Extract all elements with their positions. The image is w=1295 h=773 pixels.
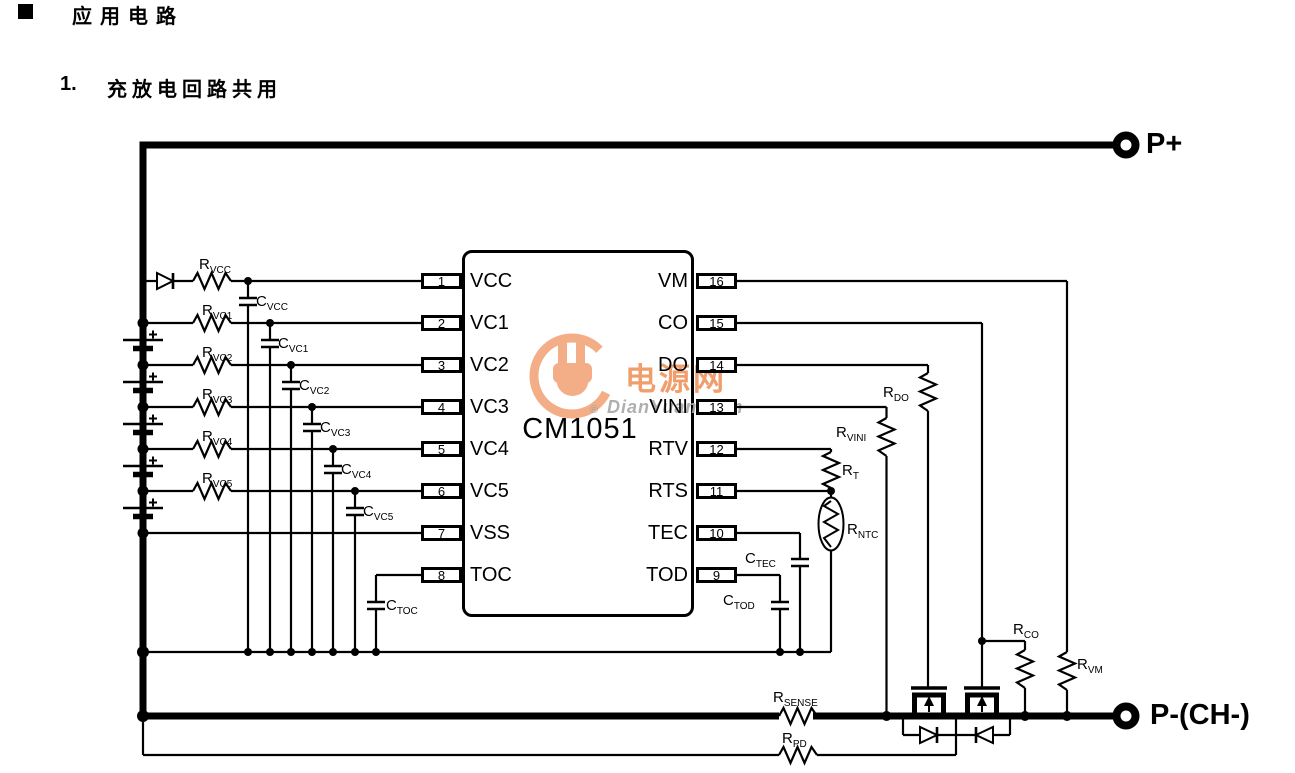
cap-ctod (769, 600, 791, 611)
p-minus-terminal (1112, 702, 1140, 730)
cap-cvc2 (280, 380, 302, 391)
resistor-rsense (777, 706, 819, 726)
label-cvc3: CVC3 (320, 419, 351, 439)
label-ctec: CTEC (745, 550, 776, 570)
section-bullet-icon (18, 4, 33, 19)
label-rvm: RVM (1077, 656, 1103, 676)
label-rsense: RSENSE (773, 689, 818, 709)
pin-name-vcc: VCC (470, 270, 513, 292)
body-diode-discharge (919, 725, 940, 745)
pin-name-tod: TOD (646, 564, 688, 586)
pin-name-vm: VM (658, 270, 688, 292)
pin-box-15: 15 (696, 315, 737, 331)
junction-dots (137, 277, 1072, 722)
pin-name-vc2: VC2 (470, 354, 509, 376)
thermistor-rntc (817, 496, 845, 552)
page-title: 应用电路 (72, 6, 184, 28)
p-plus-terminal (1112, 131, 1140, 159)
pin-name-vini: VINI (649, 396, 688, 418)
resistor-rvini (877, 416, 896, 458)
pin-name-tec: TEC (648, 522, 688, 544)
mosfets (911, 686, 1000, 716)
label-rvc5: RVC5 (202, 470, 233, 490)
body-diode-charge (973, 725, 994, 745)
cap-cvc1 (259, 338, 281, 349)
label-rt: RT (842, 462, 859, 482)
label-cvc5: CVC5 (363, 503, 394, 523)
p-minus-label: P-(CH-) (1150, 699, 1250, 731)
signal-wires (141, 279, 1069, 757)
pin-box-8: 8 (421, 567, 462, 583)
pin-box-5: 5 (421, 441, 462, 457)
cap-cvc4 (322, 464, 344, 475)
vcc-diode (156, 271, 176, 291)
pin-box-1: 1 (421, 273, 462, 289)
p-plus-rail (139, 141, 1113, 716)
section-number: 1. (60, 73, 77, 95)
pin-box-6: 6 (421, 483, 462, 499)
pin-box-9: 9 (696, 567, 737, 583)
diodes (156, 271, 994, 745)
p-plus-label: P+ (1146, 128, 1183, 160)
pin-box-11: 11 (696, 483, 737, 499)
pin-name-toc: TOC (470, 564, 512, 586)
label-ctoc: CTOC (386, 597, 418, 617)
label-rvcc: RVCC (199, 256, 231, 276)
pin-box-10: 10 (696, 525, 737, 541)
pin-box-7: 7 (421, 525, 462, 541)
ic-outline (462, 250, 694, 617)
label-rpd: RPD (782, 730, 807, 750)
label-rco: RCO (1013, 621, 1039, 641)
charge-mosfet (964, 686, 1000, 716)
pin-box-16: 16 (696, 273, 737, 289)
pin-box-13: 13 (696, 399, 737, 415)
discharge-mosfet (911, 686, 947, 716)
pin-name-vc5: VC5 (470, 480, 509, 502)
label-cvc2: CVC2 (299, 377, 330, 397)
pin-box-14: 14 (696, 357, 737, 373)
label-rdo: RDO (883, 384, 909, 404)
ic-part-number: CM1051 (522, 413, 638, 445)
terminal-rings (1112, 131, 1140, 730)
pin-name-do: DO (658, 354, 688, 376)
label-ctod: CTOD (723, 592, 755, 612)
pin-box-4: 4 (421, 399, 462, 415)
pin-name-vc1: VC1 (470, 312, 509, 334)
cap-cvcc (237, 296, 259, 307)
pin-box-2: 2 (421, 315, 462, 331)
resistor-rco (1015, 648, 1035, 690)
label-rvc4: RVC4 (202, 428, 233, 448)
label-rvc1: RVC1 (202, 302, 233, 322)
pin-name-rtv: RTV (648, 438, 688, 460)
pin-name-vc3: VC3 (470, 396, 509, 418)
resistor-rvm (1057, 650, 1077, 692)
pin-name-vc4: VC4 (470, 438, 509, 460)
plug-logo-icon (529, 333, 615, 419)
resistor-rt (821, 450, 841, 490)
cap-cvc5 (344, 506, 366, 517)
cap-ctec (789, 557, 811, 568)
pin-name-rts: RTS (648, 480, 688, 502)
cap-cvc3 (301, 422, 323, 433)
section-title: 充放电回路共用 (107, 79, 282, 101)
label-rntc: RNTC (847, 521, 879, 541)
label-cvc4: CVC4 (341, 461, 372, 481)
label-cvc1: CVC1 (278, 335, 309, 355)
label-rvini: RVINI (836, 424, 867, 444)
pin-box-3: 3 (421, 357, 462, 373)
watermark-reg-mark: ® (590, 404, 599, 416)
label-rvc2: RVC2 (202, 344, 233, 364)
pin-name-co: CO (658, 312, 688, 334)
cap-ctoc (365, 600, 387, 611)
label-rvc3: RVC3 (202, 386, 233, 406)
pin-box-12: 12 (696, 441, 737, 457)
resistor-rdo (918, 371, 938, 413)
label-cvcc: CVCC (256, 293, 288, 313)
pin-name-vss: VSS (470, 522, 511, 544)
